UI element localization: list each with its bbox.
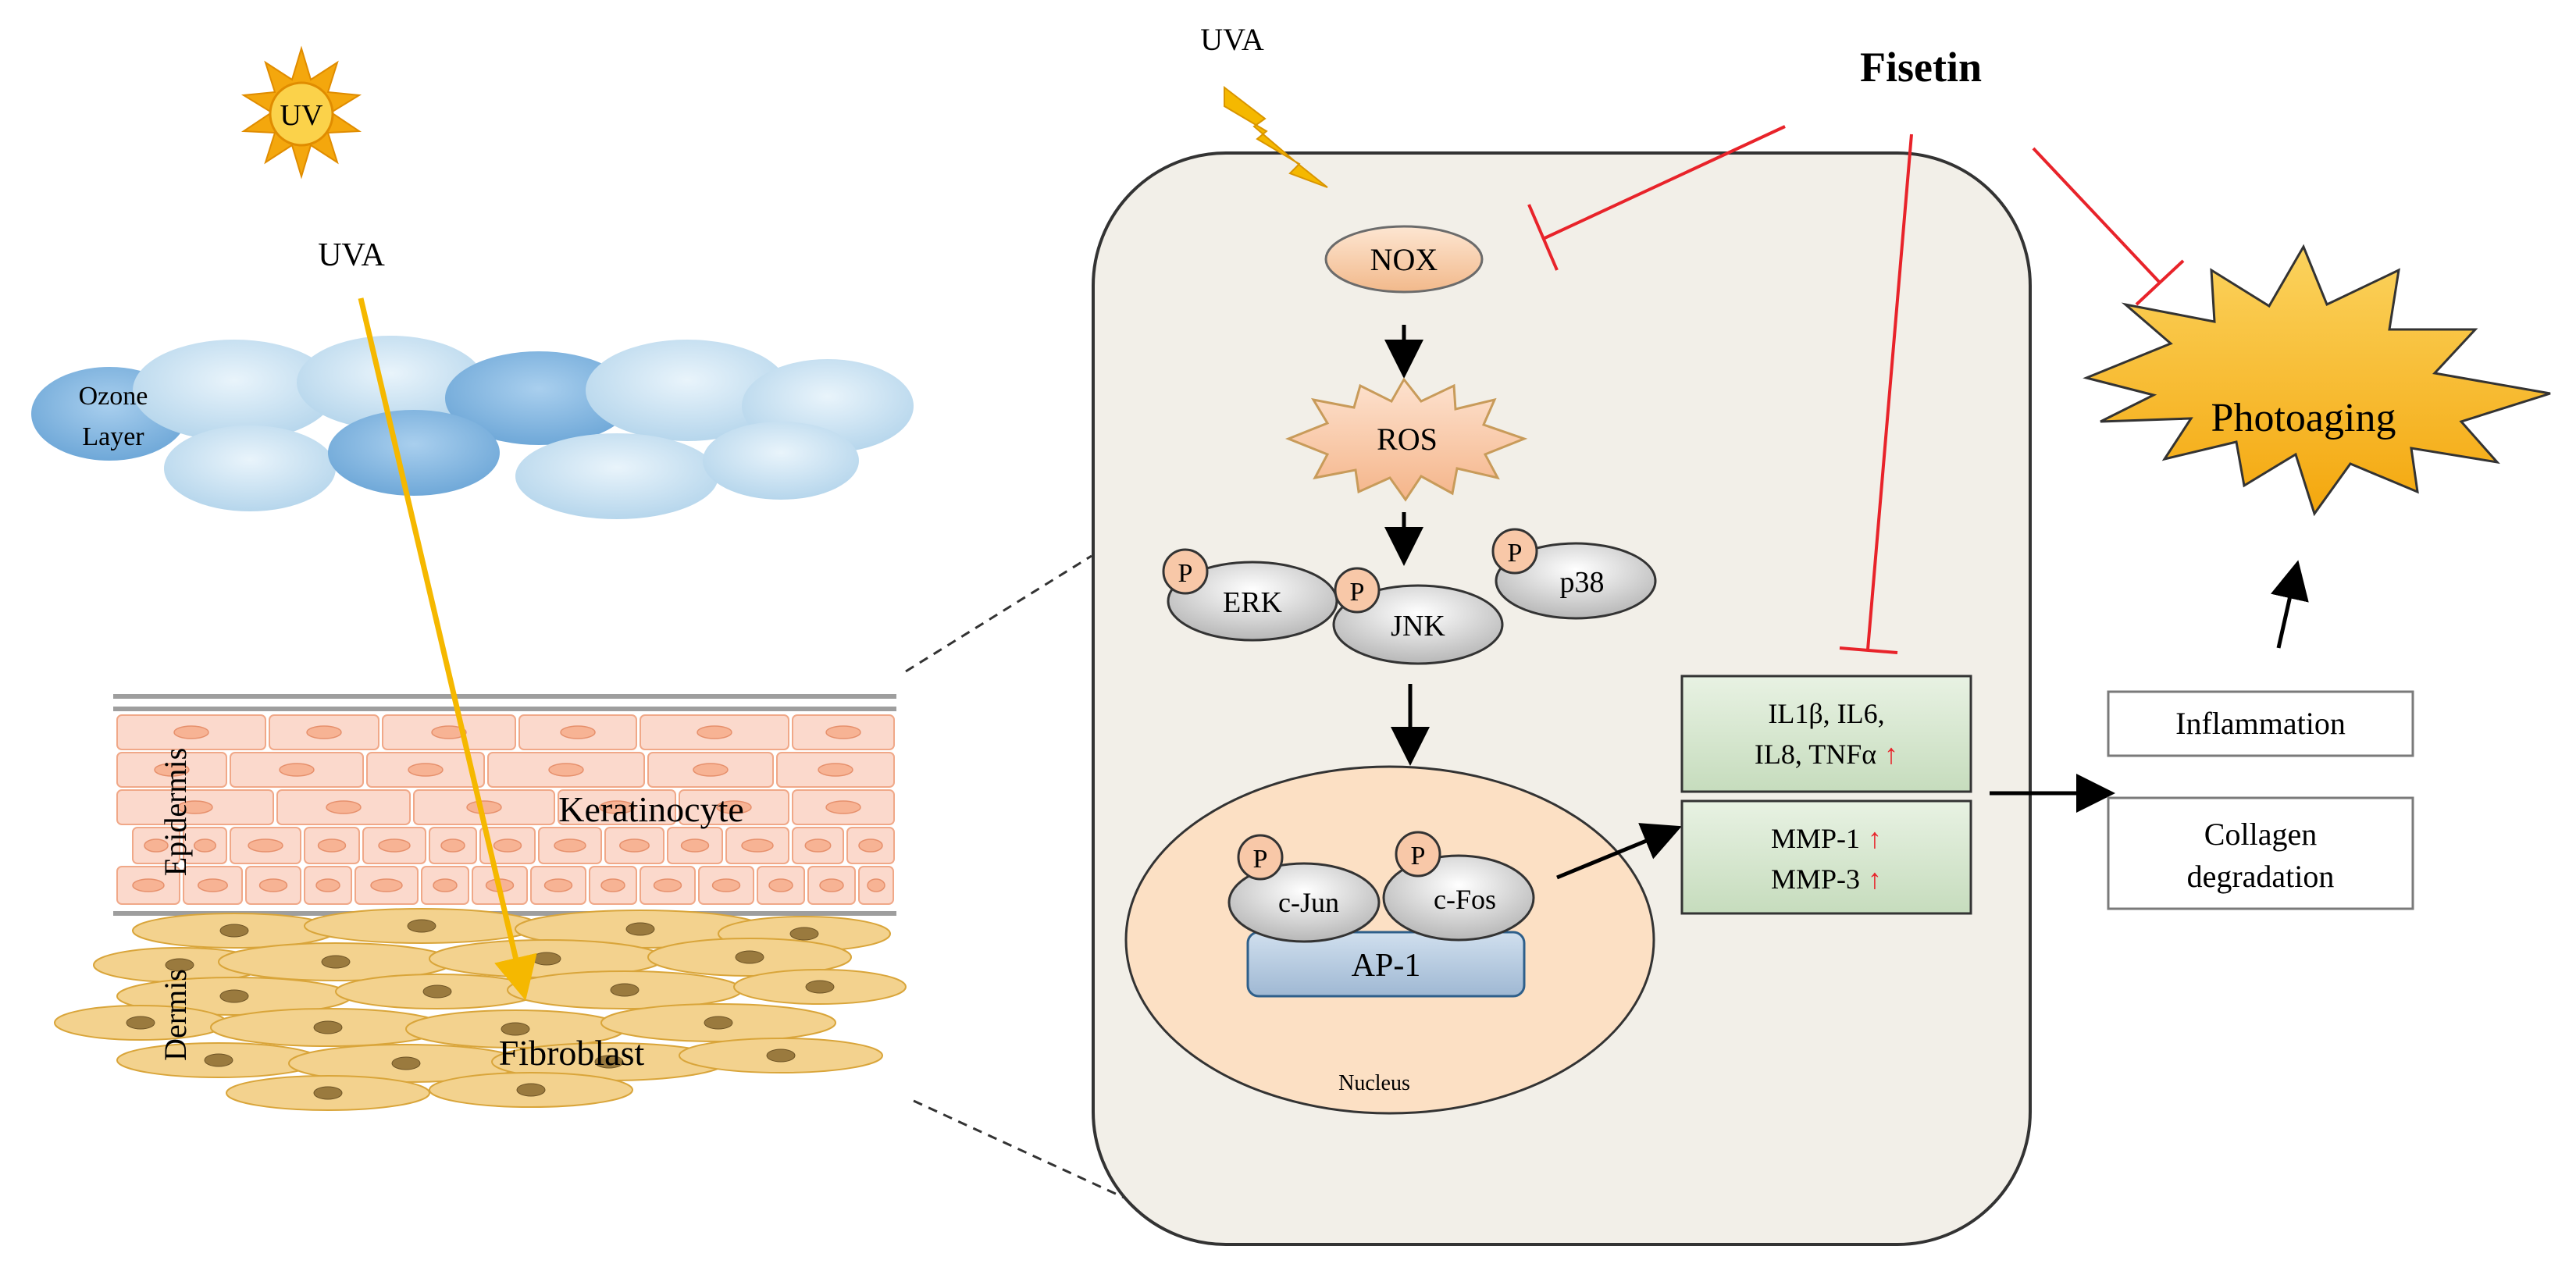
nox-node [1324, 225, 1484, 294]
ozone-clouds [31, 336, 914, 519]
cytokines-line2: IL8, TNFα↑ [1755, 739, 1898, 770]
cjun-node [1227, 862, 1381, 943]
cytokines-line1: IL1β, IL6, [1768, 698, 1884, 729]
left-panel: UV UVA Ozone Layer Epidermis Dermis Kera [31, 45, 1149, 1210]
collagen-line1: Collagen [2204, 817, 2317, 852]
svg-text:P: P [1508, 539, 1523, 568]
fisetin-label: Fisetin [1860, 44, 1982, 91]
lightning-icon [1224, 85, 1328, 188]
keratinocyte-label: Keratinocyte [558, 789, 744, 829]
fibroblast-label: Fibroblast [499, 1033, 645, 1073]
jnk-node [1332, 584, 1504, 665]
left-uva-label: UVA [318, 237, 385, 273]
svg-text:P: P [1253, 845, 1268, 874]
svg-text:P: P [1178, 559, 1193, 588]
ros-label: ROS [1377, 422, 1438, 457]
uv-beam-arrow [358, 297, 537, 1001]
jnk-label: JNK [1391, 610, 1445, 643]
phospho-cfos: P [1395, 831, 1441, 878]
phospho-erk: P [1162, 548, 1209, 595]
nucleus-label: Nucleus [1338, 1071, 1410, 1095]
phospho-jnk: P [1334, 567, 1381, 614]
photoaging-node [2083, 244, 2551, 517]
ozone-label-line2: Layer [82, 422, 144, 451]
ros-node [1284, 377, 1528, 502]
keratinocyte-layer [116, 714, 895, 905]
erk-label: ERK [1223, 586, 1283, 619]
fisetin-inhibition-lines [1527, 125, 2185, 654]
cell: UVA NOX ROS ERK JNK p38 P P P [1092, 22, 2032, 1246]
cytokines-box [1680, 675, 1972, 793]
p38-label: p38 [1560, 566, 1605, 599]
cell-uva-label: UVA [1200, 22, 1264, 57]
cjun-label: c-Jun [1278, 887, 1339, 918]
ap1-node [1246, 931, 1526, 998]
inflammation-box [2107, 690, 2414, 757]
svg-text:P: P [1350, 578, 1365, 607]
phospho-cjun: P [1237, 834, 1284, 881]
epidermis-label: Epidermis [158, 748, 193, 876]
erk-node [1167, 561, 1338, 642]
collagen-line2: degradation [2187, 859, 2335, 894]
mmp3-label: MMP-3↑ [1771, 863, 1882, 895]
p38-node [1495, 542, 1657, 620]
phospho-p38: P [1491, 528, 1538, 575]
photoaging-label: Photoaging [2211, 396, 2396, 440]
ozone-label-line1: Ozone [79, 382, 148, 411]
collagen-box [2107, 796, 2414, 910]
inflammation-label: Inflammation [2175, 706, 2346, 741]
fibroblast-layer [54, 908, 907, 1111]
sun-label: UV [280, 99, 323, 132]
mmp-box [1680, 799, 1972, 915]
svg-text:P: P [1411, 842, 1426, 870]
cfos-label: c-Fos [1434, 884, 1496, 915]
nox-label: NOX [1370, 242, 1438, 277]
sun-icon: UV [240, 45, 362, 180]
ap1-label: AP-1 [1352, 948, 1421, 984]
mmp1-label: MMP-1↑ [1771, 823, 1882, 854]
dermis-label: Dermis [158, 969, 193, 1061]
